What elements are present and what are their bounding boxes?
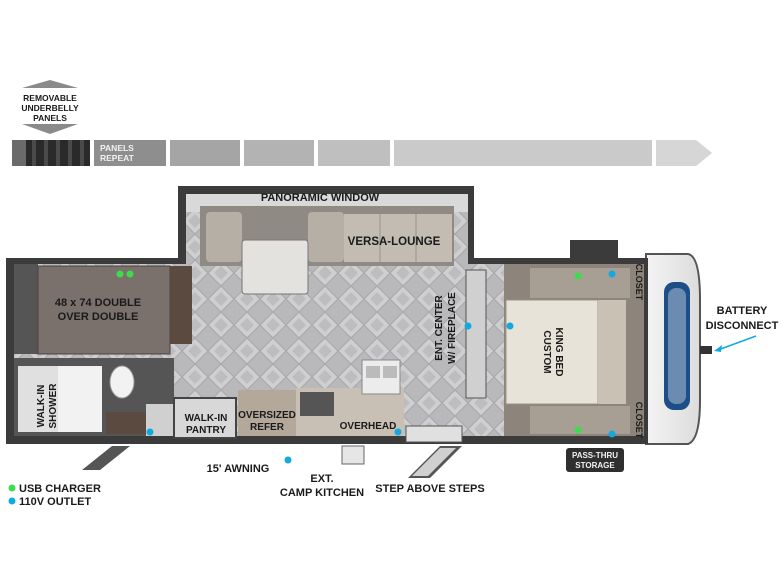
underbelly-label-line2: UNDERBELLY: [21, 103, 79, 113]
shower-label-line1: WALK-IN: [36, 385, 47, 428]
outlet-marker: [608, 430, 616, 438]
pass-thru-label-line1: PASS-THRU: [572, 451, 618, 460]
outlet-markers: [116, 270, 616, 464]
underbelly-label-line1: REMOVABLE: [23, 93, 77, 103]
battery-pointer-arrow-icon: [714, 335, 757, 352]
panels-repeat-line1: PANELS: [100, 143, 134, 153]
outlet-marker: [394, 428, 402, 436]
versa-lounge: [200, 206, 454, 295]
king-bed-label-line2: KING BED: [553, 328, 564, 377]
refer-label-line2: REFER: [250, 422, 285, 433]
camp-kitchen-label-line1: EXT.: [310, 473, 333, 485]
entry-steps: [405, 425, 463, 478]
pantry-label-line2: PANTRY: [186, 425, 226, 436]
rear-bunk: [14, 264, 192, 355]
outlet-marker: [506, 322, 514, 330]
panels-repeat-line2: REPEAT: [100, 153, 135, 163]
closet-bottom-label: CLOSET: [634, 402, 644, 439]
step-above-steps-label: STEP ABOVE STEPS: [375, 483, 484, 495]
outlet-marker: [146, 428, 154, 436]
panoramic-window-label: PANORAMIC WINDOW: [261, 192, 380, 204]
entertainment-center: [465, 269, 487, 399]
ent-center-label-line1: ENT. CENTER: [434, 294, 445, 360]
legend-outlet-dot: [8, 497, 16, 505]
overhead-label: OVERHEAD: [340, 421, 397, 432]
front-bed-label-line1: 48 x 74 DOUBLE: [55, 297, 141, 309]
shower-label-line2: SHOWER: [48, 383, 59, 429]
awning-label: 15' AWNING: [207, 463, 270, 475]
ent-center-label-line2: W/ FIREPLACE: [447, 292, 458, 364]
underbelly-panel-strip: [12, 140, 712, 166]
outlet-marker: [284, 456, 292, 464]
battery-label-line2: DISCONNECT: [706, 320, 779, 332]
king-bed-label-line1: CUSTOM: [541, 330, 552, 373]
outlet-marker: [608, 270, 616, 278]
legend-outlet-label: 110V OUTLET: [19, 496, 91, 508]
brand-logo-icon: [664, 282, 690, 410]
underbelly-label-line3: PANELS: [33, 113, 67, 123]
refrigerator: [238, 390, 296, 436]
kitchen-counter: [296, 359, 404, 436]
usb-charger-marker: [116, 270, 124, 278]
usb-charger-marker: [574, 426, 582, 434]
legend-usb-label: USB CHARGER: [19, 483, 101, 495]
versa-lounge-label: VERSA-LOUNGE: [348, 236, 441, 248]
pantry-label-line1: WALK-IN: [185, 413, 228, 424]
front-bedroom: [504, 264, 644, 436]
pass-thru-label-line2: STORAGE: [575, 461, 615, 470]
bathroom: [14, 358, 174, 436]
awning: [82, 446, 130, 470]
usb-charger-marker: [574, 272, 582, 280]
pass-thru-storage: [566, 448, 624, 472]
camp-kitchen: [341, 445, 365, 465]
pantry: [173, 397, 237, 439]
usb-charger-marker: [126, 270, 134, 278]
outlet-marker: [464, 322, 472, 330]
battery-label-line1: BATTERY: [717, 305, 768, 317]
camp-kitchen-label-line2: CAMP KITCHEN: [280, 487, 364, 499]
refer-label-line1: OVERSIZED: [238, 410, 296, 421]
legend-usb-dot: [8, 484, 16, 492]
front-bed-label-line2: OVER DOUBLE: [58, 311, 139, 323]
underbelly-arrow-icon: [22, 80, 78, 134]
closet-top-label: CLOSET: [634, 264, 644, 301]
